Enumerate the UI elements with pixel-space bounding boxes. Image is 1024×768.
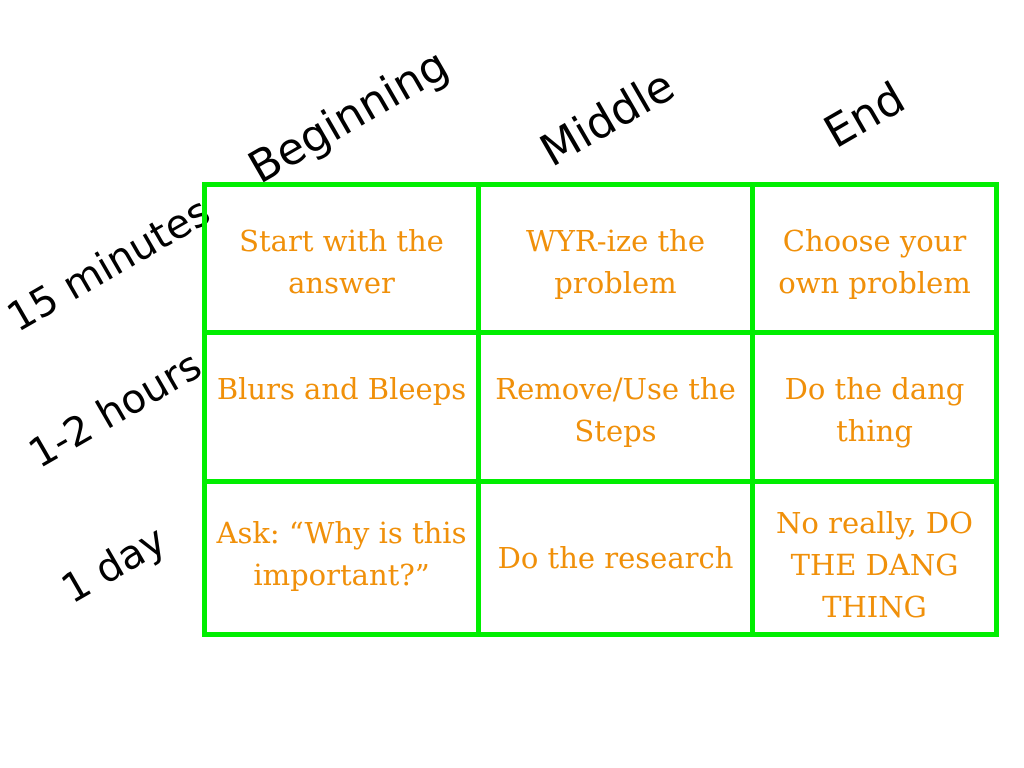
cell-1-2-hours-end: Do the dang thing [755, 335, 994, 484]
cell-text: Remove/Use the Steps [495, 372, 736, 448]
cell-1-day-middle: Do the research [481, 484, 755, 632]
column-header-middle: Middle [531, 60, 684, 177]
cell-1-day-end: No really, DO THE DANG THING [755, 484, 994, 632]
cell-15-minutes-middle: WYR-ize the problem [481, 187, 755, 335]
cell-text: Blurs and Bleeps [216, 372, 467, 406]
cell-15-minutes-end: Choose your own problem [755, 187, 994, 335]
cell-1-day-beginning: Ask: “Why is this important?” [207, 484, 481, 632]
column-header-beginning: Beginning [239, 39, 457, 194]
cell-15-minutes-beginning: Start with the answer [207, 187, 481, 335]
row-header-1-day: 1 day [53, 517, 174, 613]
cell-text: WYR-ize the problem [525, 224, 705, 300]
cell-text: Choose your own problem [778, 224, 971, 300]
column-header-end: End [815, 72, 914, 159]
cell-text: Ask: “Why is this important?” [216, 516, 467, 592]
cell-1-2-hours-beginning: Blurs and Bleeps [207, 335, 481, 484]
cell-text: No really, DO THE DANG THING [776, 506, 973, 624]
matrix-grid: Start with the answer WYR-ize the proble… [202, 182, 999, 637]
cell-1-2-hours-middle: Remove/Use the Steps [481, 335, 755, 484]
cell-text: Do the research [497, 541, 734, 575]
row-header-1-2-hours: 1-2 hours [21, 342, 210, 478]
cell-text: Start with the answer [239, 224, 444, 300]
cell-text: Do the dang thing [784, 372, 965, 448]
row-header-15-minutes: 15 minutes [0, 188, 218, 342]
